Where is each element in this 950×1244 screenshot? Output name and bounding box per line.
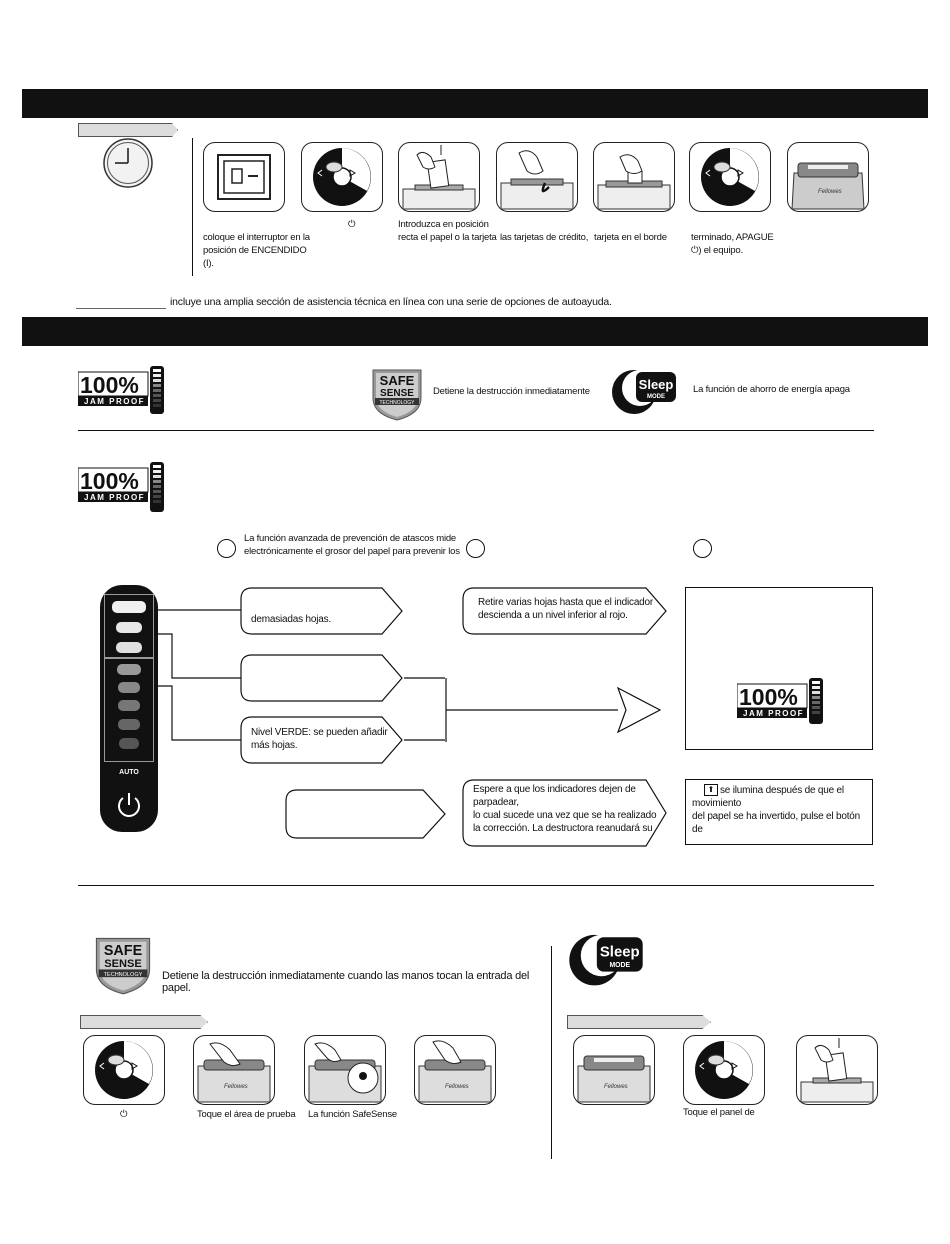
control-dial-icon [301, 142, 383, 212]
result-box [685, 779, 873, 845]
section-header-bar [22, 89, 928, 118]
support-text: incluye una amplia sección de asistencia… [170, 296, 612, 308]
safesense-text: Detiene la destrucción inmediatamente [433, 386, 590, 397]
clock-icon [102, 137, 154, 189]
led-indicator [118, 700, 140, 711]
jam-proof-percent: 100% [739, 684, 798, 710]
control-dial-icon [683, 1035, 765, 1105]
insert-paper-icon [398, 142, 480, 212]
safesense-line2: SENSE [380, 388, 414, 399]
safesense-light-icon [304, 1035, 386, 1105]
shredder-icon: Fellowes [573, 1035, 655, 1105]
test-area-icon: Fellowes [193, 1035, 275, 1105]
control-dial-icon [83, 1035, 165, 1105]
svg-text:Fellowes: Fellowes [224, 1084, 248, 1090]
safesense-line3: TECHNOLOGY [379, 400, 415, 406]
divider [551, 946, 552, 1159]
sleep-text: La función de ahorro de energía apaga [693, 384, 850, 395]
credit-card-icon [496, 142, 578, 212]
callout-text: Retire varias hojas hasta que el indicad… [478, 597, 654, 621]
bracket-arrow [445, 678, 662, 742]
step-caption: Toque el panel de [683, 1107, 755, 1118]
jam-proof-label: JAM PROOF [743, 709, 804, 718]
switch-icon [203, 142, 285, 212]
reverse-text: se ilumina después de que el movimiento … [692, 785, 861, 835]
safesense-badge: SAFE SENSE TECHNOLOGY [369, 366, 425, 422]
reverse-icon: ⬆ [704, 784, 718, 796]
callout-blank [285, 789, 447, 839]
safesense-line1: SAFE [380, 373, 415, 388]
step-circle [693, 539, 712, 558]
callout-remove-sheets: Retire varias hojas hasta que el indicad… [462, 587, 668, 635]
step-caption: Toque el área de prueba [197, 1109, 296, 1120]
callout-green-level: Nivel VERDE: se pueden añadir más hojas. [240, 716, 404, 764]
jam-proof-percent: 100% [80, 372, 139, 398]
sleep-mode-badge: Sleep MODE [567, 930, 645, 988]
shredder-icon: Fellowes [414, 1035, 496, 1105]
callout-yellow-level [240, 654, 404, 702]
svg-text:Fellowes: Fellowes [604, 1084, 628, 1090]
divider [78, 430, 874, 431]
step-caption: terminado, APAGUE ⏻) el equipo. [691, 232, 774, 256]
callout-red-level: demasiadas hojas. [240, 587, 404, 635]
led-group-top [104, 594, 154, 658]
led-indicator [118, 719, 140, 730]
jam-proof-percent: 100% [80, 468, 139, 494]
led-indicator [116, 622, 142, 633]
step-caption: Introduzca en posición recta el papel o … [398, 219, 497, 243]
callout-text: Espere a que los indicadores dejen de pa… [473, 784, 657, 834]
step-caption: La función SafeSense [308, 1109, 397, 1120]
svg-text:Fellowes: Fellowes [818, 189, 842, 195]
jam-proof-label: JAM PROOF [84, 397, 145, 406]
result-box [685, 587, 873, 750]
led-indicator [118, 682, 140, 693]
blank-line [76, 308, 166, 309]
step-circle [466, 539, 485, 558]
step-caption: las tarjetas de crédito, [500, 232, 589, 243]
sleep-line2: MODE [647, 394, 665, 400]
led-indicator [119, 738, 139, 749]
divider [78, 885, 874, 886]
sleep-mode-badge: Sleep MODE [610, 366, 678, 416]
step-caption: tarjeta en el borde [594, 232, 667, 243]
section-header-bar [22, 317, 928, 346]
divider [192, 138, 193, 276]
step-caption: ⏻ [120, 1109, 128, 1120]
safesense-line3: TECHNOLOGY [104, 972, 143, 978]
safesense-badge: SAFE SENSE TECHNOLOGY [92, 934, 154, 996]
jam-intro: La función avanzada de prevención de ata… [244, 533, 460, 557]
section-tab [80, 1015, 208, 1029]
led-indicator [116, 642, 142, 653]
sleep-line2: MODE [609, 962, 630, 969]
jam-proof-badge: 100% JAM PROOF [77, 366, 168, 414]
connector-lines [154, 609, 445, 741]
step-caption: ⏻ [348, 219, 356, 230]
callout-text: Nivel VERDE: se pueden añadir más hojas. [251, 727, 388, 751]
sleep-line1: Sleep [600, 945, 640, 961]
step-circle [217, 539, 236, 558]
led-indicator [117, 664, 141, 675]
led-group-bottom [104, 658, 154, 762]
power-button-icon[interactable] [111, 787, 147, 823]
safesense-description: Detiene la destrucción inmediatamente cu… [162, 970, 530, 994]
led-indicator [112, 601, 146, 613]
jam-proof-label: JAM PROOF [84, 493, 145, 502]
insert-paper-icon [796, 1035, 878, 1105]
card-edge-icon [593, 142, 675, 212]
safesense-line1: SAFE [104, 943, 143, 959]
control-dial-icon [689, 142, 771, 212]
step-caption: coloque el interruptor en la posición de… [203, 232, 310, 269]
shredder-icon: Fellowes [787, 142, 869, 212]
section-tab [78, 123, 178, 137]
svg-text:Fellowes: Fellowes [445, 1084, 469, 1090]
sleep-line1: Sleep [639, 377, 674, 392]
jam-proof-badge: 100% JAM PROOF [736, 678, 827, 724]
auto-label: AUTO [119, 769, 139, 776]
safesense-line2: SENSE [104, 958, 142, 970]
jam-proof-badge: 100% JAM PROOF [77, 462, 168, 512]
callout-wait: Espere a que los indicadores dejen de pa… [462, 779, 668, 847]
callout-text: demasiadas hojas. [251, 614, 331, 625]
section-tab [567, 1015, 711, 1029]
